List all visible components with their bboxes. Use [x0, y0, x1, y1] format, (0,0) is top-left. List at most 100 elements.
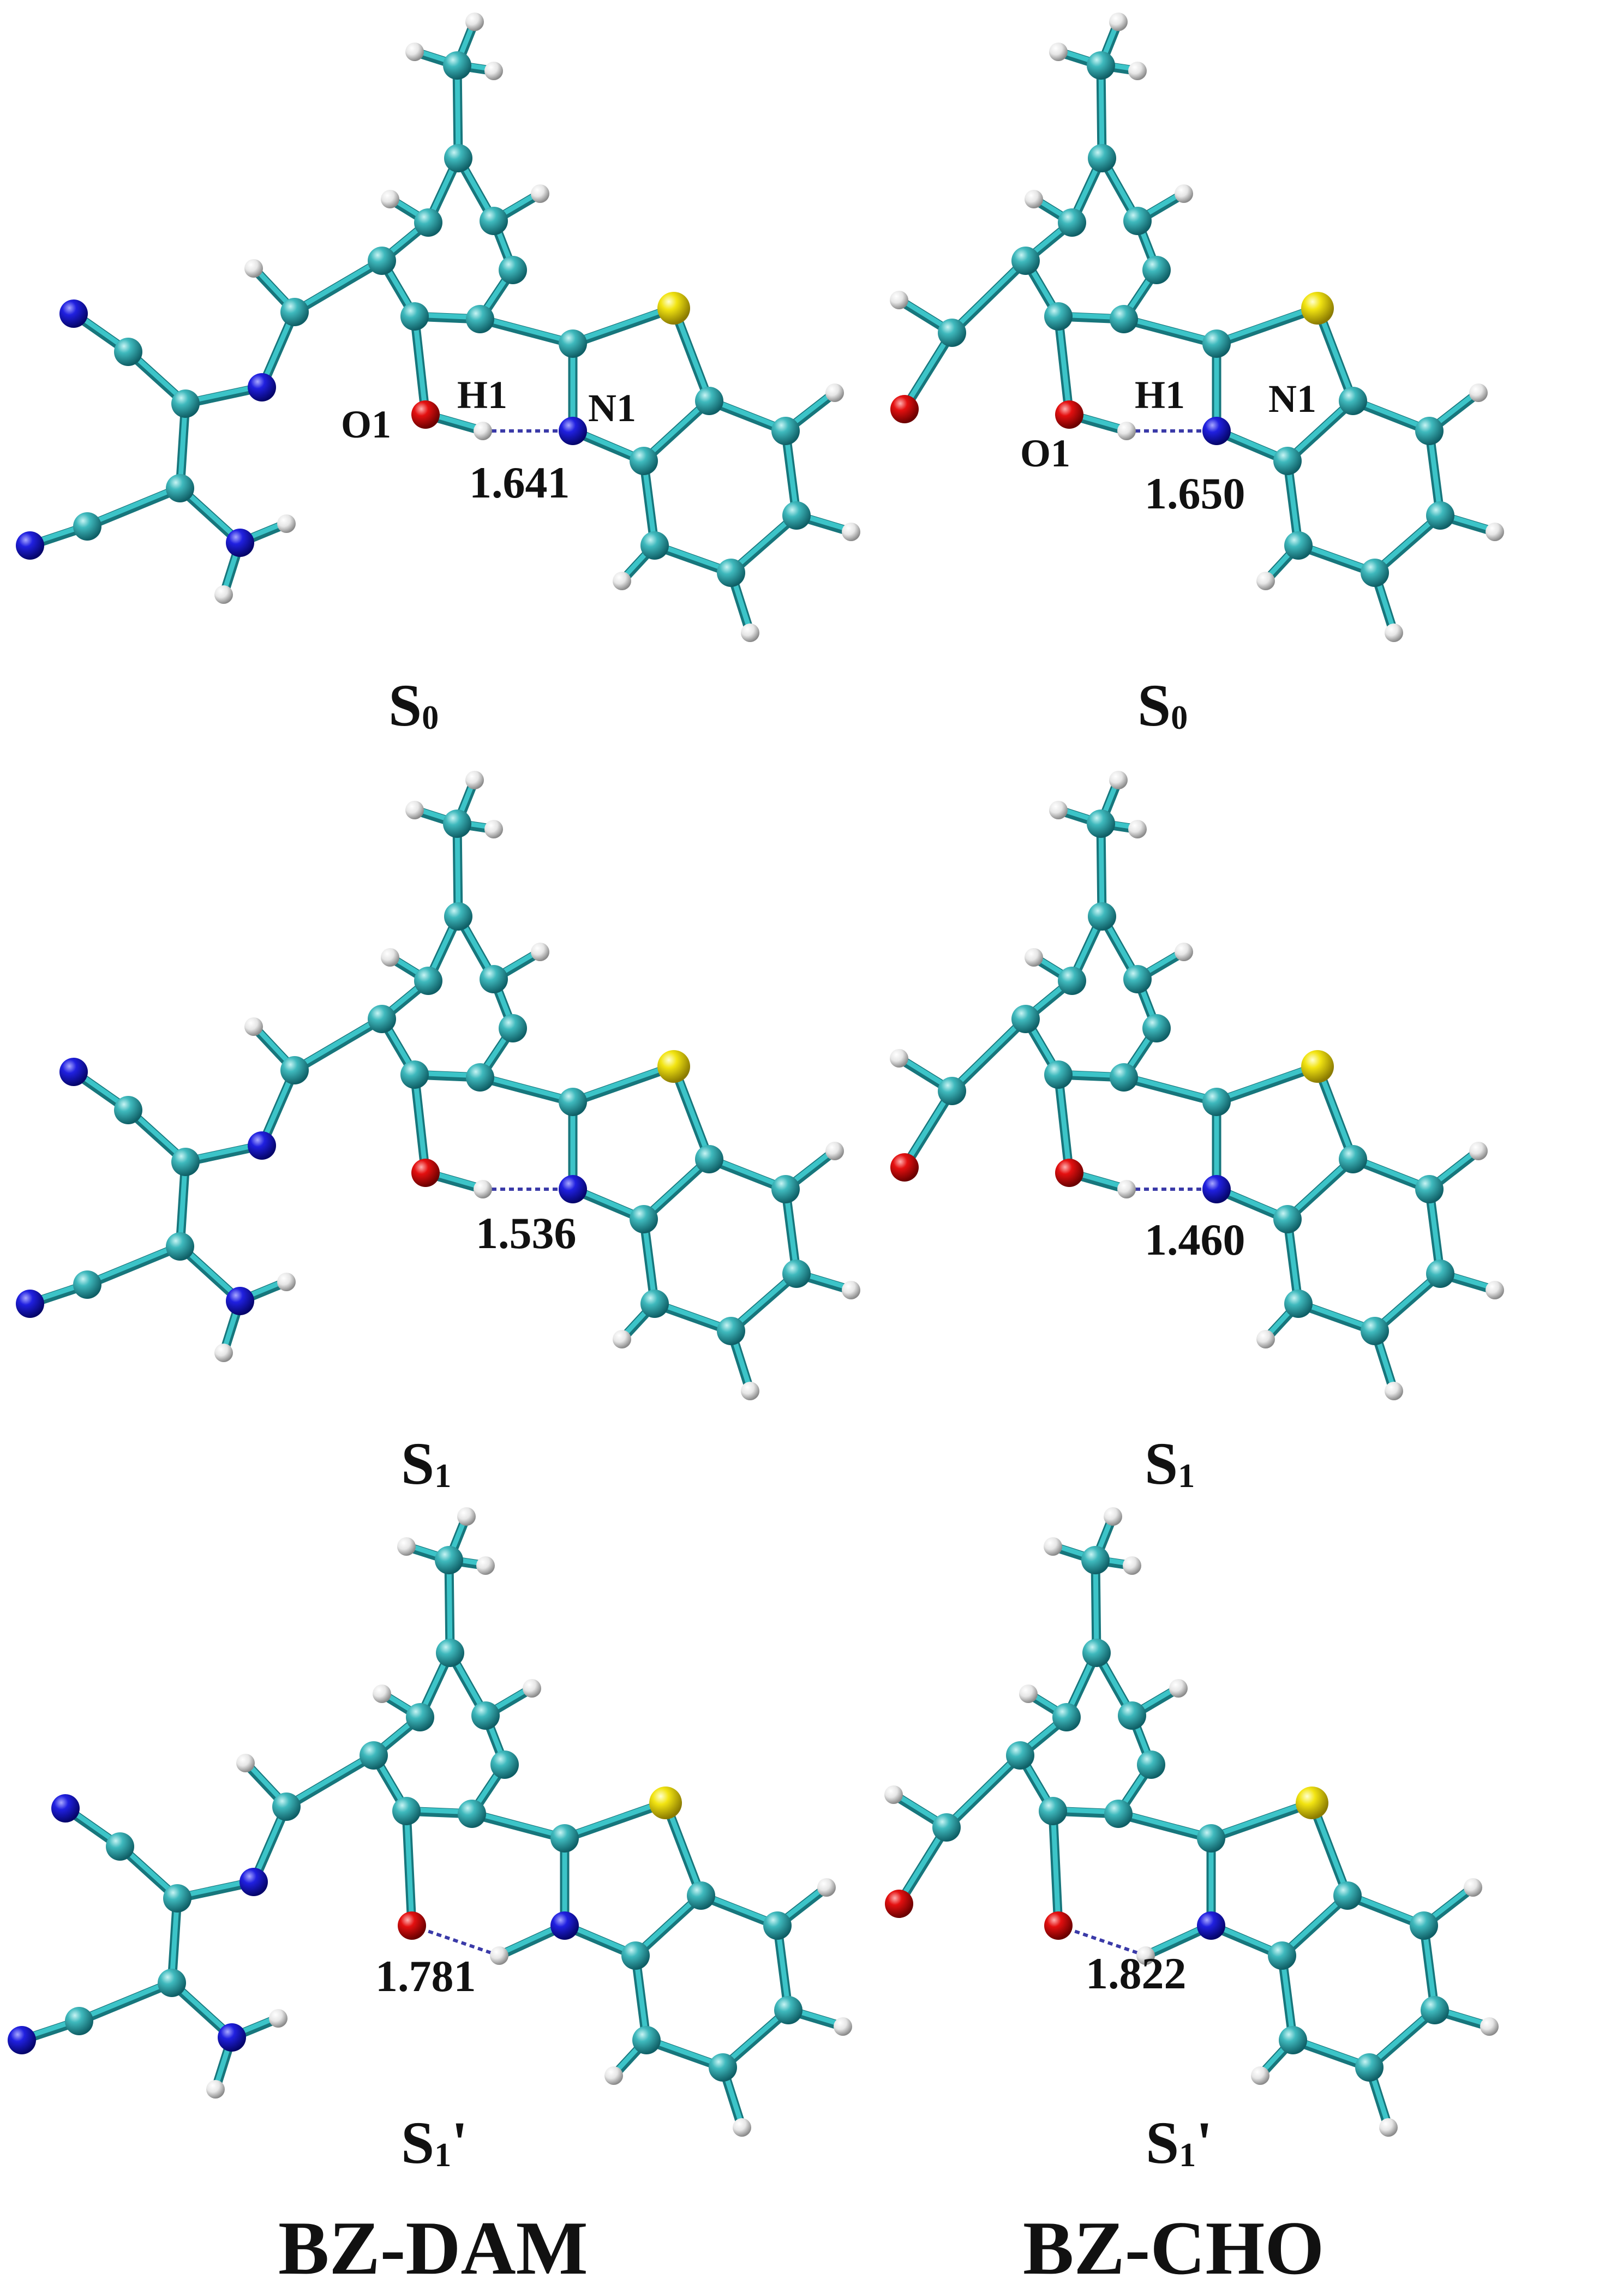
bz-cho-s1-structure [890, 771, 1504, 1400]
compound-name-right: BZ-CHO [1023, 2206, 1324, 2291]
bond-highlight [1121, 1073, 1219, 1103]
carbon-atom [443, 810, 471, 838]
carbon-atom [1110, 305, 1138, 333]
nitrogen-atom [59, 299, 88, 328]
bz-dam-s0-structure [16, 13, 860, 642]
hydrogen-atom [817, 1878, 836, 1897]
carbon-atom [1284, 531, 1313, 560]
hydrogen-atom [1025, 948, 1043, 967]
hydrogen-atom [1251, 2066, 1269, 2085]
carbon-atom [630, 1205, 658, 1233]
sulfur-atom [649, 1787, 682, 1819]
carbon-atom [1058, 208, 1086, 237]
carbon-atom [1426, 501, 1454, 530]
atom-label-h1: H1 [1135, 373, 1185, 417]
hydrogen-atom [741, 1382, 759, 1400]
oxygen-atom [411, 1159, 440, 1187]
carbon-atom [1361, 1317, 1389, 1345]
carbon-atom [932, 1813, 961, 1842]
bond-highlight [1214, 1062, 1320, 1103]
carbon-atom [632, 2026, 661, 2054]
carbon-atom [630, 447, 658, 475]
hydrogen-atom [1379, 2118, 1398, 2137]
bond-highlight [76, 1979, 175, 2022]
hydrogen-atom [1117, 1180, 1136, 1198]
carbon-atom [400, 302, 429, 331]
hydrogen-atom [613, 1330, 631, 1348]
nitrogen-atom [239, 1868, 268, 1896]
carbon-atom [1268, 1941, 1296, 1970]
hydrogen-atom [484, 62, 503, 80]
hydrogen-atom [890, 1049, 908, 1068]
distance-label-bz-cho-s1prime: 1.822 [1086, 1949, 1187, 1998]
bond-highlight [412, 312, 428, 416]
carbon-atom [1273, 447, 1302, 475]
hydrogen-atom [1469, 1142, 1488, 1160]
carbon-atom [163, 1884, 191, 1913]
hydrogen-atom [613, 572, 631, 590]
oxygen-atom [890, 1153, 919, 1182]
carbon-atom [938, 319, 966, 347]
nitrogen-atom [16, 531, 44, 560]
carbon-atom [717, 1317, 745, 1345]
hydrogen-bond [411, 1924, 500, 1957]
bond-highlight [1208, 1799, 1315, 1839]
hydrogen-atom [531, 943, 549, 961]
carbon-atom [1104, 1800, 1133, 1828]
carbon-atom [1415, 1175, 1444, 1203]
hydrogen-atom [381, 190, 399, 208]
carbon-atom [550, 1824, 579, 1853]
hydrogen-atom [1464, 1878, 1482, 1897]
sulfur-atom [657, 1050, 690, 1083]
hydrogen-atom [523, 1679, 541, 1698]
carbon-atom [1273, 1205, 1302, 1233]
carbon-atom [1197, 1824, 1225, 1853]
oxygen-atom [411, 400, 440, 429]
carbon-atom [782, 1260, 811, 1288]
hydrogen-atom [825, 1142, 844, 1160]
carbon-atom [1087, 810, 1115, 838]
caption-s0-left: S0 [388, 672, 439, 739]
bond-highlight [570, 1062, 676, 1103]
carbon-atom [280, 298, 309, 326]
atom-label-o1: O1 [1020, 431, 1070, 475]
hydrogen-atom [1486, 523, 1504, 541]
hydrogen-atom [1109, 13, 1128, 31]
hydrogen-atom [1044, 1537, 1062, 1556]
hydrogen-atom [1109, 771, 1128, 789]
carbon-atom [1058, 967, 1086, 995]
bz-dam-s1-structure [16, 771, 860, 1400]
carbon-atom [1355, 2053, 1384, 2082]
carbon-atom [171, 1148, 200, 1176]
hydrogen-atom [397, 1537, 416, 1556]
caption-s1-left: S1 [401, 1430, 451, 1497]
oxygen-atom [1055, 400, 1083, 429]
oxygen-atom [398, 1911, 426, 1940]
hydrogen-atom [206, 2080, 225, 2099]
carbon-atom [158, 1969, 186, 1997]
carbon-atom [1052, 1703, 1081, 1731]
carbon-atom [1088, 144, 1116, 172]
bz-dam-s0-atom-labels: O1 H1 N1 [341, 373, 636, 446]
carbon-atom [695, 387, 723, 415]
carbon-atom [368, 1005, 396, 1033]
atom-label-n1: N1 [588, 386, 636, 430]
distance-label-bz-cho-s1: 1.460 [1145, 1215, 1245, 1264]
carbon-atom [1011, 1005, 1040, 1033]
carbon-atom [1279, 2026, 1307, 2054]
carbon-atom [458, 1800, 486, 1828]
carbon-atom [1044, 1060, 1073, 1089]
hydrogen-atom [1117, 422, 1136, 440]
bz-cho-s0-structure [890, 13, 1504, 642]
hydrogen-atom [741, 624, 759, 642]
carbon-atom [499, 256, 527, 284]
carbon-atom [272, 1793, 301, 1821]
carbon-atom [368, 247, 396, 275]
carbon-atom [106, 1832, 134, 1861]
nitrogen-atom [8, 2026, 36, 2054]
hydrogen-atom [884, 1785, 903, 1804]
hydrogen-atom [1049, 801, 1068, 819]
hydrogen-atom [1049, 43, 1068, 61]
nitrogen-atom [1197, 1911, 1225, 1940]
hydrogen-atom [1175, 943, 1193, 961]
